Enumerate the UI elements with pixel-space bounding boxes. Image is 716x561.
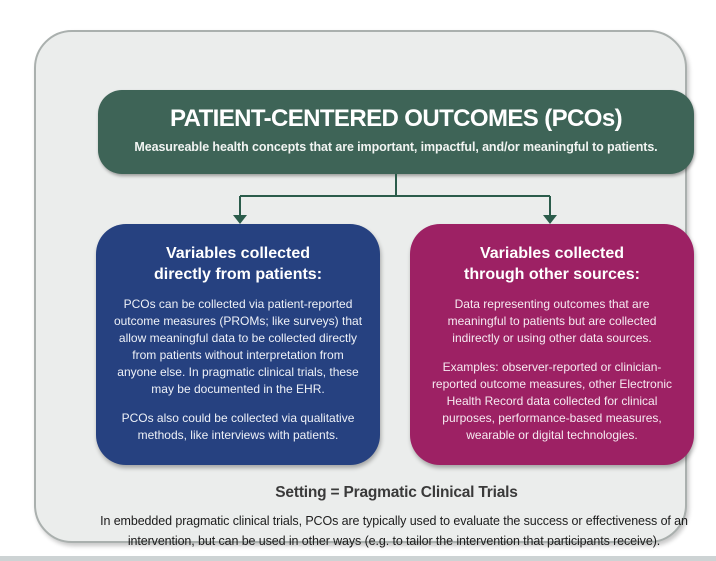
page-subtitle: Measureable health concepts that are imp… bbox=[134, 139, 658, 154]
pco-header-box: PATIENT-CENTERED OUTCOMES (PCOs) Measure… bbox=[98, 90, 694, 174]
direct-collection-paragraph-1: PCOs can be collected via patient-report… bbox=[113, 297, 363, 396]
other-sources-paragraph-2: Examples: observer-reported or clinician… bbox=[431, 359, 673, 442]
connector-lines bbox=[239, 174, 551, 216]
other-sources-title: Variables collected through other source… bbox=[463, 245, 640, 284]
arrow-down-left-icon bbox=[233, 215, 247, 224]
arrow-down-right-icon bbox=[543, 215, 557, 224]
other-sources-box: Variables collected through other source… bbox=[410, 224, 694, 465]
direct-collection-box: Variables collected directly from patien… bbox=[96, 224, 380, 465]
bottom-edge-strip bbox=[0, 556, 716, 561]
other-sources-paragraph-1: Data representing outcomes that are mean… bbox=[447, 297, 657, 346]
rounded-panel: PATIENT-CENTERED OUTCOMES (PCOs) Measure… bbox=[34, 30, 694, 548]
flow-connector bbox=[233, 174, 557, 224]
direct-collection-paragraph-2: PCOs also could be collected via qualita… bbox=[121, 410, 355, 442]
direct-collection-title: Variables collected directly from patien… bbox=[153, 245, 323, 284]
setting-heading: Setting = Pragmatic Clinical Trials bbox=[275, 484, 518, 501]
footer-paragraph: In embedded pragmatic clinical trials, P… bbox=[100, 514, 688, 549]
page-title: PATIENT-CENTERED OUTCOMES (PCOs) bbox=[170, 105, 623, 132]
